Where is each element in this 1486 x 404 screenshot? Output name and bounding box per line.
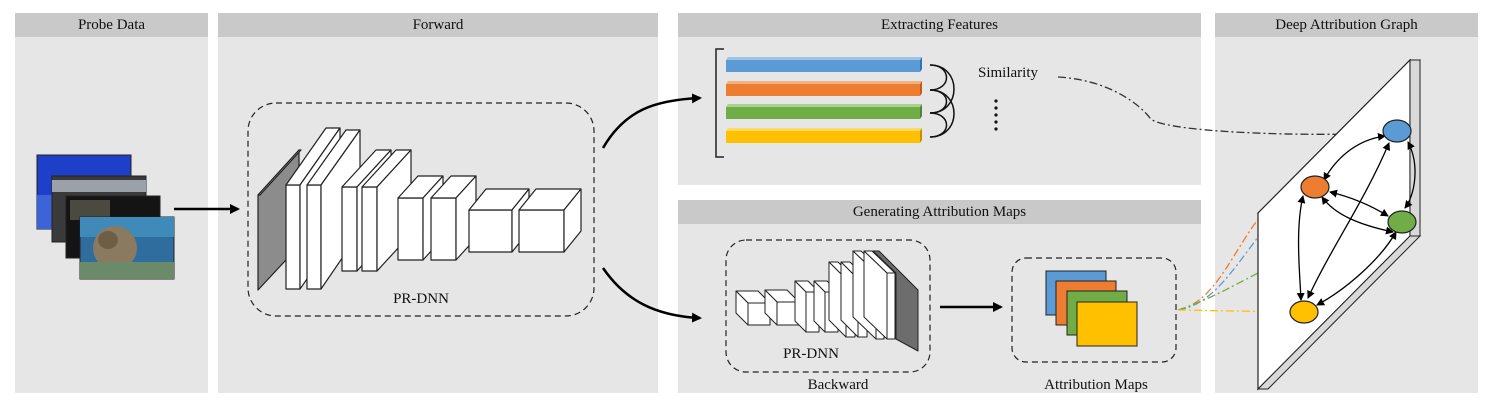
forward-to-maps-arrow: [601, 267, 702, 323]
graph-edges: [1296, 132, 1416, 306]
backward-network-box: [725, 239, 931, 373]
forward-to-features-arrow: [601, 93, 702, 149]
graph-nodes: [1289, 119, 1417, 324]
graph-node-blue: [1382, 119, 1412, 143]
forward-title: Forward: [218, 13, 658, 37]
feature-bar-green: [726, 104, 922, 119]
attribution-maps-label: Attribution Maps: [1044, 377, 1148, 393]
attribution-maps-stack-icon: [1045, 270, 1138, 347]
attribution-maps-box: [1011, 257, 1177, 363]
ellipsis-dots-icon: [994, 99, 998, 131]
forward-network-box: [247, 102, 595, 317]
similarity-to-graph-link: [1057, 76, 1386, 135]
similarity-label: Similarity: [978, 65, 1039, 81]
similarity-links: [929, 64, 955, 138]
feature-bar-orange: [726, 81, 922, 96]
graph-node-yellow: [1289, 300, 1319, 324]
extracting-features-panel: [678, 13, 1201, 185]
graph-node-orange: [1300, 175, 1330, 199]
feature-bar-yellow: [726, 128, 922, 143]
pr-dnn-backward-icon: [735, 250, 919, 352]
backward-network-label: PR-DNN: [783, 346, 839, 362]
graph-node-green: [1387, 210, 1417, 234]
feature-bars: [726, 57, 922, 143]
probe-image-stack-icon: [36, 154, 175, 280]
forward-network-label: PR-DNN: [393, 291, 449, 307]
feature-bracket: [715, 48, 724, 158]
feature-bar-blue: [726, 57, 922, 72]
probe-data-title: Probe Data: [15, 13, 208, 37]
backward-label: Backward: [808, 377, 869, 393]
extracting-features-title: Extracting Features: [678, 13, 1201, 37]
deep-attribution-graph-title: Deep Attribution Graph: [1215, 13, 1478, 37]
pr-dnn-forward-icon: [257, 127, 582, 291]
generating-maps-title: Generating Attribution Maps: [678, 200, 1201, 224]
